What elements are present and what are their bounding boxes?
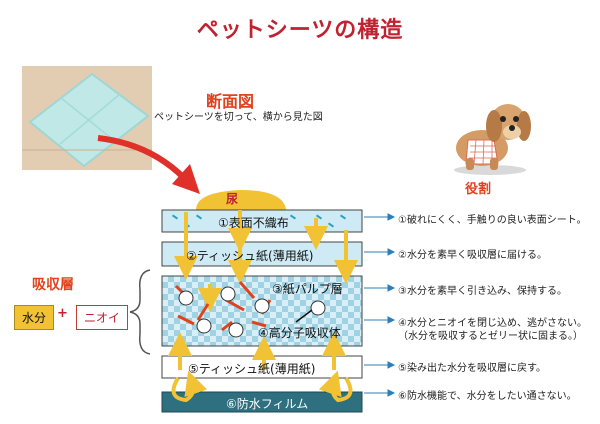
plus-sign: +: [57, 306, 68, 321]
urine-drop-shape: [196, 190, 286, 210]
layer-1-description: ①破れにくく、手触りの良い表面シート。: [398, 215, 587, 226]
section-subtitle: ペットシーツを切って、横から見た図: [154, 112, 323, 123]
layer-3-label: ③紙パルプ層: [272, 282, 343, 296]
water-tag: 水分: [14, 305, 55, 330]
layer-4-label: ④高分子吸収体: [258, 326, 341, 340]
absorbent-brace-shape: [129, 269, 151, 355]
layer-2-description: ②水分を素早く吸収層に届ける。: [398, 250, 547, 261]
layer-3-description: ③水分を素早く引き込み、保持する。: [398, 286, 567, 297]
layer-5-description: ⑤染み出た水分を吸収層に戻す。: [398, 363, 546, 374]
layer-1-label: ①表面不織布: [218, 216, 289, 230]
layer-6-description: ⑥防水機能で、水分をしたい通さない。: [398, 391, 577, 402]
odor-tag: ニオイ: [76, 305, 129, 330]
section-title: 断面図: [206, 92, 255, 111]
layer-2-label: ②ティッシュ紙(薄用紙): [186, 249, 314, 263]
curved-arrow-icon: [97, 135, 200, 194]
page-title: ペットシーツの構造: [196, 18, 404, 43]
layer-4-description-note: （水分を吸収するとゼリー状に固まる。）: [398, 331, 583, 342]
layer-5-label: ⑤ティッシュ紙(薄用紙): [188, 362, 316, 376]
role-label: 役割: [465, 182, 492, 197]
layer-6-label: ⑥防水フィルム: [226, 397, 309, 411]
layer-4-description: ④水分とニオイを閉じ込め、逃がさない。: [398, 318, 587, 329]
absorbent-layer-title: 吸収層: [32, 277, 74, 293]
pet-sheet-photo: [22, 66, 152, 170]
layer-6-film: [161, 391, 363, 413]
urine-label: 尿: [226, 192, 239, 206]
dog-illustration: [454, 104, 531, 175]
cross-section-diagram: [129, 190, 396, 413]
